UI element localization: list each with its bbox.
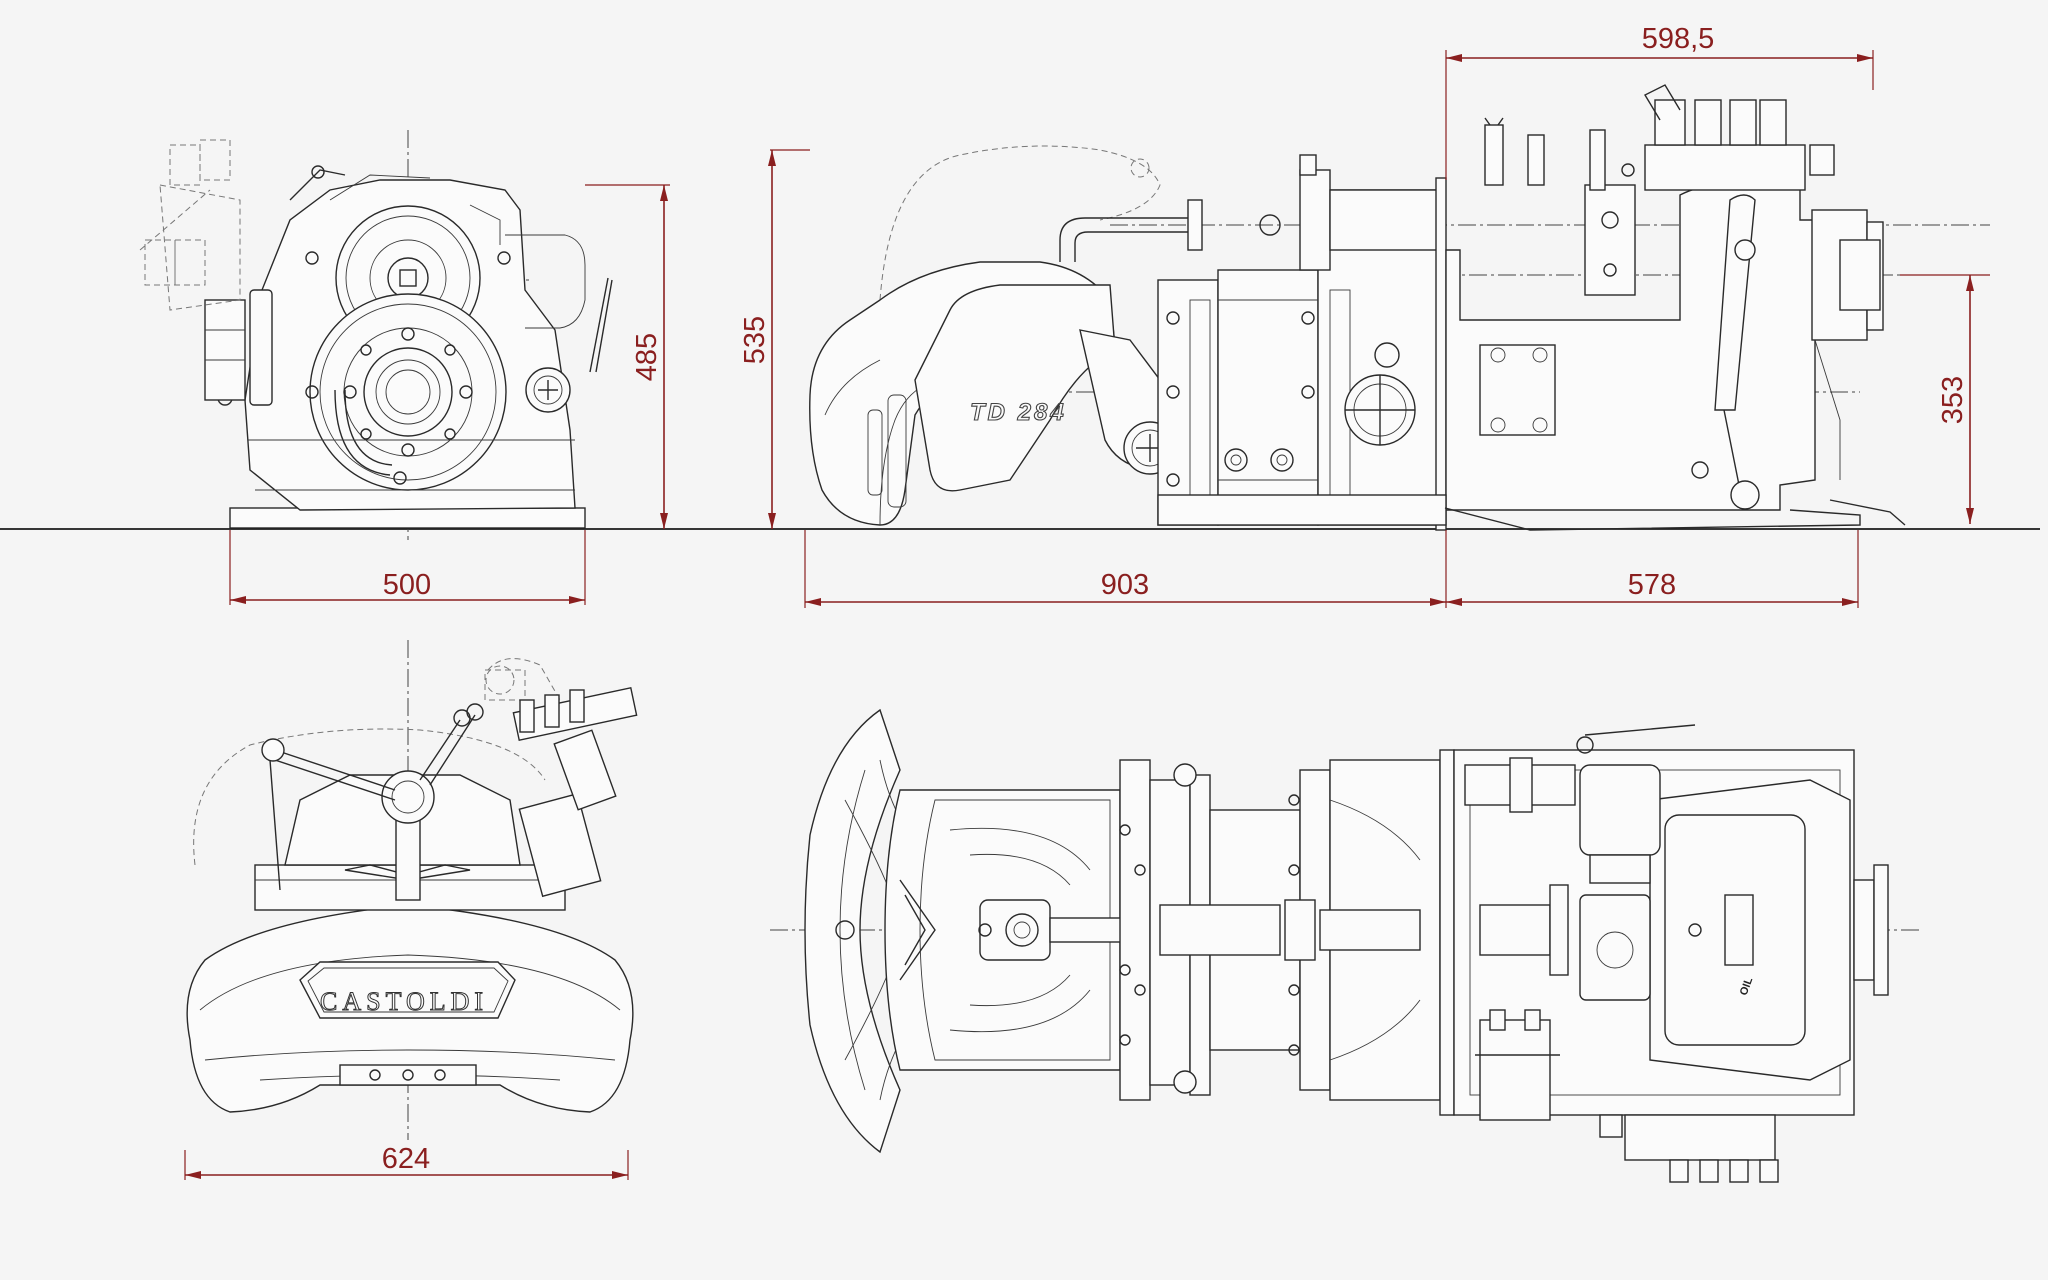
dimensions: 500 485 535 903 578 598,5	[184, 23, 1990, 1180]
dim-side-length-rear: 578	[1628, 569, 1676, 601]
side-view: TD 284	[809, 84, 1990, 531]
rear-view: CASTOLDI	[186, 640, 638, 1140]
dim-front-width: 500	[383, 569, 431, 601]
front-view	[139, 130, 613, 540]
dim-front-height: 485	[631, 333, 663, 381]
model-mark: TD 284	[970, 399, 1067, 426]
brand-logo: CASTOLDI	[320, 987, 488, 1016]
dim-side-length-front: 903	[1101, 569, 1149, 601]
oil-plate: OIL	[1738, 976, 1756, 998]
dim-rear-width: 624	[382, 1143, 430, 1175]
dim-top-rear-length: 598,5	[1642, 23, 1715, 55]
top-view: OIL	[770, 708, 1920, 1183]
dim-side-height: 535	[739, 316, 771, 364]
dim-shaft-height: 353	[1937, 376, 1969, 424]
